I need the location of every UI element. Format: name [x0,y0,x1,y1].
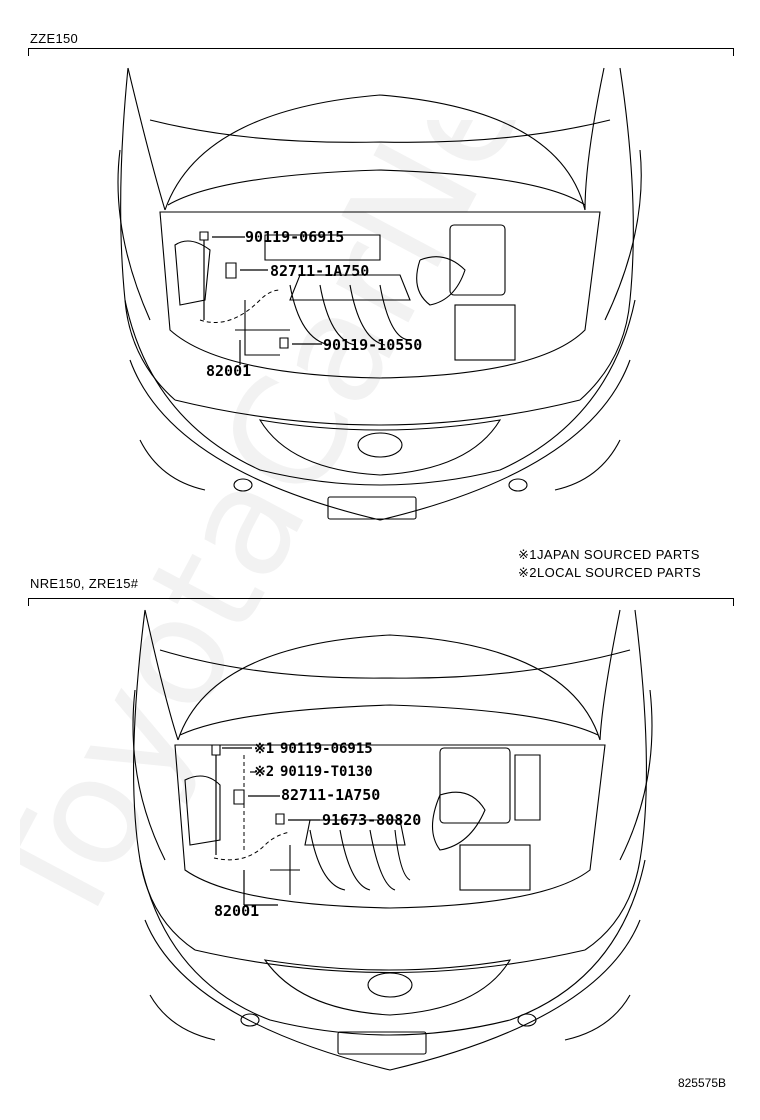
top-model-label: ZZE150 [30,31,79,46]
bottom-parts-graphics [211,744,320,906]
note-japan-sourced: ※1JAPAN SOURCED PARTS [518,547,700,563]
bottom-engine-bay-drawing: ※1 90119-06915 ※2 90119-T0130 82711-1A75… [132,609,653,1071]
top-engine-bay-drawing: 90119-06915 82711-1A750 90119-10550 8200… [117,67,642,521]
bottom-label-clip: 91673-80820 [322,811,421,829]
note-2-mark: ※2 [518,565,537,580]
top-car-outline [117,67,642,521]
bottom-label-bolt-japan-mark: ※1 [254,741,274,757]
top-section-bracket [28,48,734,56]
note-local-sourced: ※2LOCAL SOURCED PARTS [518,565,701,581]
bottom-section-bracket [28,598,734,606]
bottom-car-outline [132,609,653,1071]
bottom-label-bolt-japan: 90119-06915 [280,741,373,757]
drawing-id: 825575B [677,1076,726,1090]
bottom-model-label: NRE150, ZRE15# [30,576,139,591]
note-2-text: LOCAL SOURCED PARTS [536,565,702,580]
bottom-label-harness: 82001 [214,902,259,920]
note-1-mark: ※1 [518,547,537,562]
top-label-harness: 82001 [206,362,251,380]
top-parts-graphics [199,231,322,365]
bottom-label-clamp: 82711-1A750 [281,786,380,804]
bottom-label-bolt-local: 90119-T0130 [280,764,373,780]
top-label-bolt-2: 90119-10550 [323,336,422,354]
bottom-label-bolt-local-mark: ※2 [254,764,274,780]
top-label-bolt: 90119-06915 [245,228,344,246]
top-label-clamp: 82711-1A750 [270,262,369,280]
note-1-text: JAPAN SOURCED PARTS [536,547,700,562]
